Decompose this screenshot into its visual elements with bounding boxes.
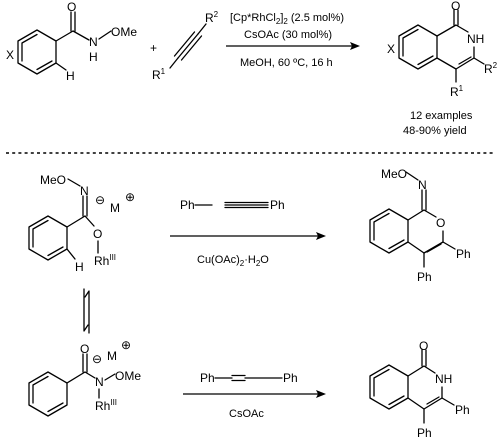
intermediate-imidate-rh: H N MeO ⊖ M ⊕ O RhIII	[28, 173, 135, 274]
lower-reagent-below: CsOAc	[229, 408, 264, 420]
lower-ph-right: Ph	[283, 371, 298, 385]
alkyne-r2: R2	[205, 10, 219, 25]
lower-minus: ⊖	[92, 352, 102, 366]
lower-m: M	[107, 349, 117, 363]
solvent-label: MeOH, 60 ºC, 16 h	[240, 57, 333, 69]
intermediate-n: N	[80, 184, 89, 198]
alkyne-triple-bond	[173, 31, 203, 61]
substrate-o: O	[67, 0, 76, 14]
lower-rh: RhIII	[95, 398, 117, 413]
lower-product-nh: NH	[435, 372, 452, 386]
substrate-h: H	[66, 69, 75, 83]
lower-reaction-arrow: Ph Ph CsOAc	[183, 371, 326, 420]
lower-ome: OMe	[115, 369, 141, 383]
carbonyl-double-bond	[70, 11, 76, 32]
product-r2: R2	[484, 61, 498, 76]
yield-range: 48-90% yield	[403, 125, 467, 137]
alkyne: R1 R2	[152, 10, 219, 82]
upper-reaction-arrow: Ph Ph Cu(OAc)2·H2O	[170, 198, 326, 268]
product-o: O	[451, 0, 460, 13]
lower-plus: ⊕	[121, 338, 131, 352]
product-isoquinolinone-phenyl: O NH Ph Ph	[369, 339, 470, 440]
product-nh: NH	[467, 32, 484, 46]
catalyst-label: [Cp*RhCl2]2 (2.5 mol%)	[230, 12, 344, 26]
plus-sign: +	[150, 41, 157, 55]
intermediate-minus: ⊖	[95, 193, 105, 207]
product-top-ph-bottom: Ph	[417, 270, 432, 284]
alkyne-r1: R1	[152, 67, 166, 82]
aryl-carbonyl-bond	[55, 30, 74, 42]
ring-to-h-bond	[55, 62, 67, 71]
substrate-ring	[17, 29, 57, 75]
intermediate-meo: MeO	[40, 173, 66, 187]
upper-reagent-below: Cu(OAc)2·H2O	[197, 254, 269, 268]
equilibrium-arrows	[83, 288, 90, 334]
upper-ph-left: Ph	[180, 198, 195, 212]
intermediate-rh: RhIII	[94, 253, 116, 268]
lower-product-ph-right: Ph	[455, 403, 470, 417]
lower-ph-left: Ph	[200, 371, 215, 385]
top-reaction-arrow: [Cp*RhCl2]2 (2.5 mol%) CsOAc (30 mol%) M…	[226, 12, 360, 69]
lower-o: O	[80, 342, 89, 356]
substrate-ome: OMe	[111, 25, 137, 39]
product-x: X	[387, 42, 395, 56]
intermediate-o: O	[93, 227, 102, 241]
intermediate-plus: ⊕	[125, 190, 135, 204]
lower-n: N	[95, 375, 104, 389]
intermediate-amide-rh: O ⊖ M ⊕ N OMe RhIII	[28, 338, 141, 417]
product-top-n: N	[418, 178, 427, 192]
substrate-n: N	[89, 35, 98, 49]
lower-product-ph-bottom: Ph	[417, 426, 432, 440]
upper-ph-right: Ph	[270, 198, 285, 212]
additive-label: CsOAc (30 mol%)	[244, 29, 332, 41]
substrate-x: X	[6, 48, 14, 62]
product-r1: R1	[450, 84, 464, 99]
product-top-o: O	[436, 216, 445, 230]
intermediate-h: H	[75, 260, 84, 274]
product-top-ph-right: Ph	[456, 247, 471, 261]
substrate-benzamide: H X O N H OMe	[6, 0, 137, 83]
product-isochromene-oxime: N MeO O Ph Ph	[369, 167, 471, 284]
lower-product-o: O	[419, 339, 428, 353]
product-top-meo: MeO	[381, 167, 407, 181]
examples-count: 12 examples	[410, 110, 473, 122]
intermediate-m: M	[110, 201, 120, 215]
substrate-nh-h: H	[89, 50, 98, 64]
product-isoquinolinone: O NH R2 R1 X	[387, 0, 498, 99]
